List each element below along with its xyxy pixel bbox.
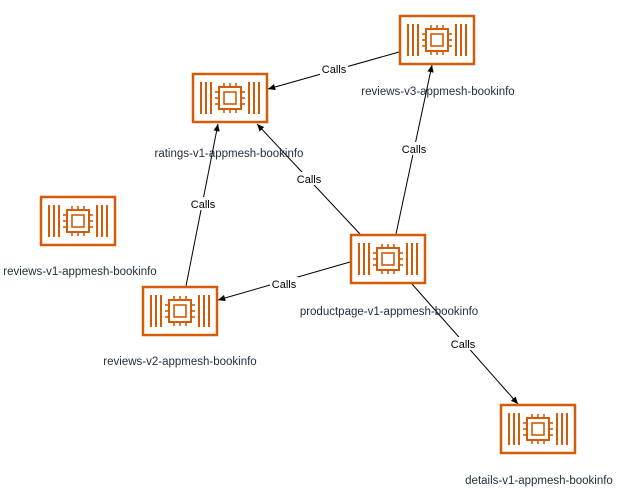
ec2-instance-icon — [191, 72, 269, 124]
edge-productpage-to-reviews_v3: Calls — [395, 64, 434, 235]
node-label: productpage-v1-appmesh-bookinfo — [300, 306, 478, 318]
node-label: reviews-v2-appmesh-bookinfo — [103, 356, 256, 368]
ec2-instance-icon — [398, 14, 476, 66]
ec2-instance-icon — [499, 403, 577, 455]
edge-label-background — [320, 62, 348, 75]
edge-label: Calls — [297, 174, 322, 186]
node-ratings[interactable]: ratings-v1-appmesh-bookinfo — [155, 72, 304, 160]
edge-label-background — [189, 197, 217, 210]
edge-label-background — [449, 337, 477, 350]
edge-reviews_v3-to-ratings: Calls — [267, 51, 400, 91]
edge-productpage-to-ratings: Calls — [256, 123, 361, 235]
node-details[interactable]: details-v1-appmesh-bookinfo — [465, 403, 613, 487]
node-productpage[interactable]: productpage-v1-appmesh-bookinfo — [300, 233, 478, 318]
edge-label: Calls — [322, 64, 347, 76]
edge-productpage-to-details: Calls — [411, 283, 519, 405]
node-label: reviews-v1-appmesh-bookinfo — [3, 266, 156, 278]
edge-label-background — [295, 172, 323, 185]
edge-label-background — [270, 277, 298, 290]
edge-label: Calls — [451, 339, 476, 351]
edge-label: Calls — [402, 144, 427, 156]
node-reviews_v1[interactable]: reviews-v1-appmesh-bookinfo — [3, 195, 157, 278]
ec2-instance-icon — [39, 195, 117, 247]
node-reviews_v2[interactable]: reviews-v2-appmesh-bookinfo — [103, 285, 257, 368]
ec2-instance-icon — [141, 285, 219, 337]
edge-label: Calls — [272, 279, 297, 291]
node-label: reviews-v3-appmesh-bookinfo — [361, 86, 514, 98]
node-reviews_v3[interactable]: reviews-v3-appmesh-bookinfo — [361, 14, 515, 98]
edge-productpage-to-reviews_v2: Calls — [217, 261, 351, 302]
node-label: ratings-v1-appmesh-bookinfo — [155, 148, 304, 160]
edge-label-background — [400, 142, 428, 155]
edge-reviews_v2-to-ratings: Calls — [185, 123, 220, 287]
ec2-instance-icon — [349, 233, 427, 285]
edge-label: Calls — [191, 199, 216, 211]
node-label: details-v1-appmesh-bookinfo — [465, 475, 613, 487]
